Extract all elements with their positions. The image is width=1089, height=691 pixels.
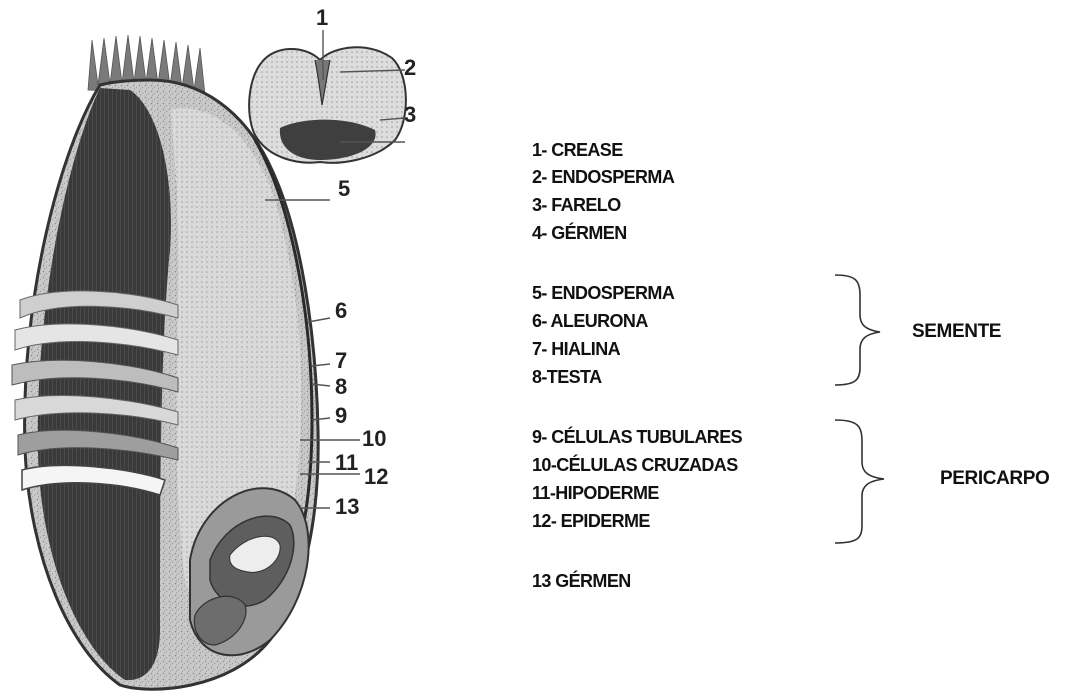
legend-item-11: 11-HIPODERME [532, 483, 659, 503]
legend-item-8: 8-TESTA [532, 367, 602, 387]
cross-section [249, 47, 406, 163]
semente-brace [835, 275, 880, 385]
callout-12: 12 [364, 464, 388, 489]
legend-item-13: 13 GÉRMEN [532, 570, 631, 591]
callout-9: 9 [335, 403, 347, 428]
pericarpo-brace [835, 420, 884, 543]
semente-label: SEMENTE [912, 321, 1001, 342]
legend-item-4: 4- GÉRMEN [532, 222, 627, 243]
callout-10: 10 [362, 426, 386, 451]
callout-3: 3 [404, 102, 416, 127]
pericarpo-label: PERICARPO [940, 468, 1049, 489]
legend: 1- CREASE 2- ENDOSPERMA 3- FARELO 4- GÉR… [532, 140, 1049, 591]
legend-item-5: 5- ENDOSPERMA [532, 283, 675, 303]
legend-item-6: 6- ALEURONA [532, 311, 648, 331]
legend-item-12: 12- EPIDERME [532, 511, 650, 531]
callout-7: 7 [335, 348, 347, 373]
callout-1: 1 [316, 5, 328, 30]
callout-13: 13 [335, 494, 359, 519]
callout-2: 2 [404, 55, 416, 80]
legend-item-7: 7- HIALINA [532, 339, 621, 359]
legend-item-2: 2- ENDOSPERMA [532, 167, 675, 187]
callout-11: 11 [335, 450, 358, 475]
legend-item-10: 10-CÉLULAS CRUZADAS [532, 454, 738, 475]
callout-8: 8 [335, 374, 347, 399]
legend-item-3: 3- FARELO [532, 195, 621, 215]
callout-6: 6 [335, 298, 347, 323]
legend-item-9: 9- CÉLULAS TUBULARES [532, 426, 743, 447]
legend-item-1: 1- CREASE [532, 140, 623, 160]
callout-5: 5 [338, 176, 350, 201]
